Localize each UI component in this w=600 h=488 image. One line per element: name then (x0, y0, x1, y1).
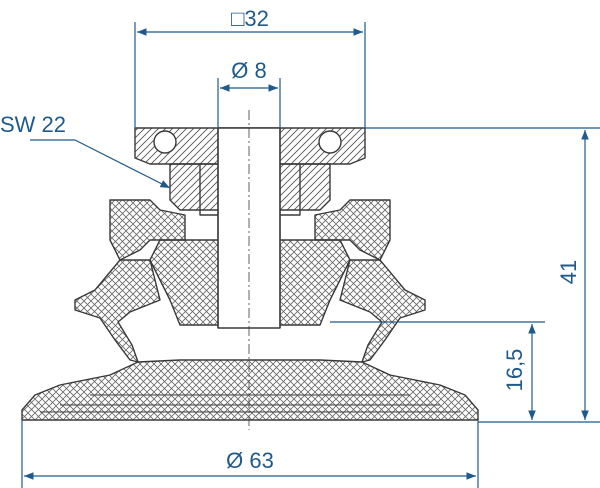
label-square-width: □32 (231, 6, 269, 31)
dimensions (21, 22, 600, 488)
flange-ball-right (318, 130, 342, 154)
flange-ball-left (153, 130, 177, 154)
bellows-lip-right (339, 259, 426, 363)
label-bellows-height: 16,5 (502, 349, 527, 392)
label-cup-diameter: Ø 63 (226, 448, 274, 473)
label-bore-diameter: Ø 8 (231, 58, 266, 83)
label-wrench-size: SW 22 (0, 112, 66, 137)
part-geometry (21, 110, 479, 430)
label-total-height: 41 (556, 260, 581, 284)
bellows-lip-left (74, 259, 161, 363)
cup-lower-body (21, 359, 479, 421)
